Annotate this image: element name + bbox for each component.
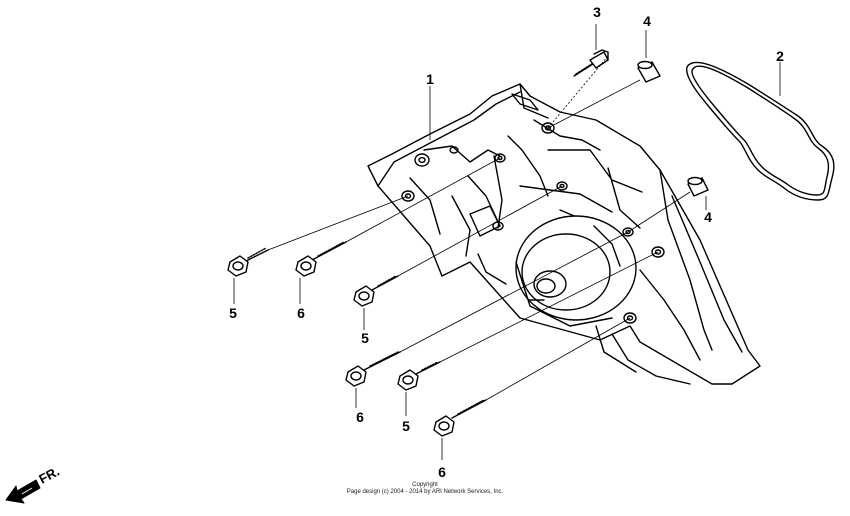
bolt-6-left (295, 241, 347, 277)
copyright-line-1: Copyright (412, 482, 438, 488)
callout-4-lower: 4 (704, 209, 712, 225)
dowel-pin-upper (637, 60, 661, 83)
bolt-5-middle (353, 275, 399, 307)
callout-1: 1 (426, 71, 434, 87)
bolt-part-3 (573, 49, 609, 77)
callout-6-middle: 6 (356, 409, 364, 425)
callout-3: 3 (593, 4, 601, 20)
copyright-line-2: Page design (c) 2004 - 2014 by ARI Netwo… (346, 489, 504, 495)
callout-6-left: 6 (297, 305, 305, 321)
front-direction-arrow-icon (5, 479, 41, 504)
dowel-pin-lower (687, 176, 709, 197)
callout-5-lower: 5 (402, 418, 410, 434)
leader-lines (233, 24, 781, 460)
bolt-6-lower (433, 399, 487, 437)
callout-2: 2 (776, 48, 784, 64)
bolt-5-lower (397, 361, 441, 391)
callout-6-lower: 6 (438, 464, 446, 480)
callout-5-left: 5 (229, 305, 237, 321)
bolt-6-middle (345, 351, 401, 387)
callout-4-upper: 4 (643, 13, 651, 29)
bolt-5-left (227, 247, 269, 277)
callout-5-middle: 5 (361, 330, 369, 346)
gasket-o-ring (685, 61, 835, 201)
